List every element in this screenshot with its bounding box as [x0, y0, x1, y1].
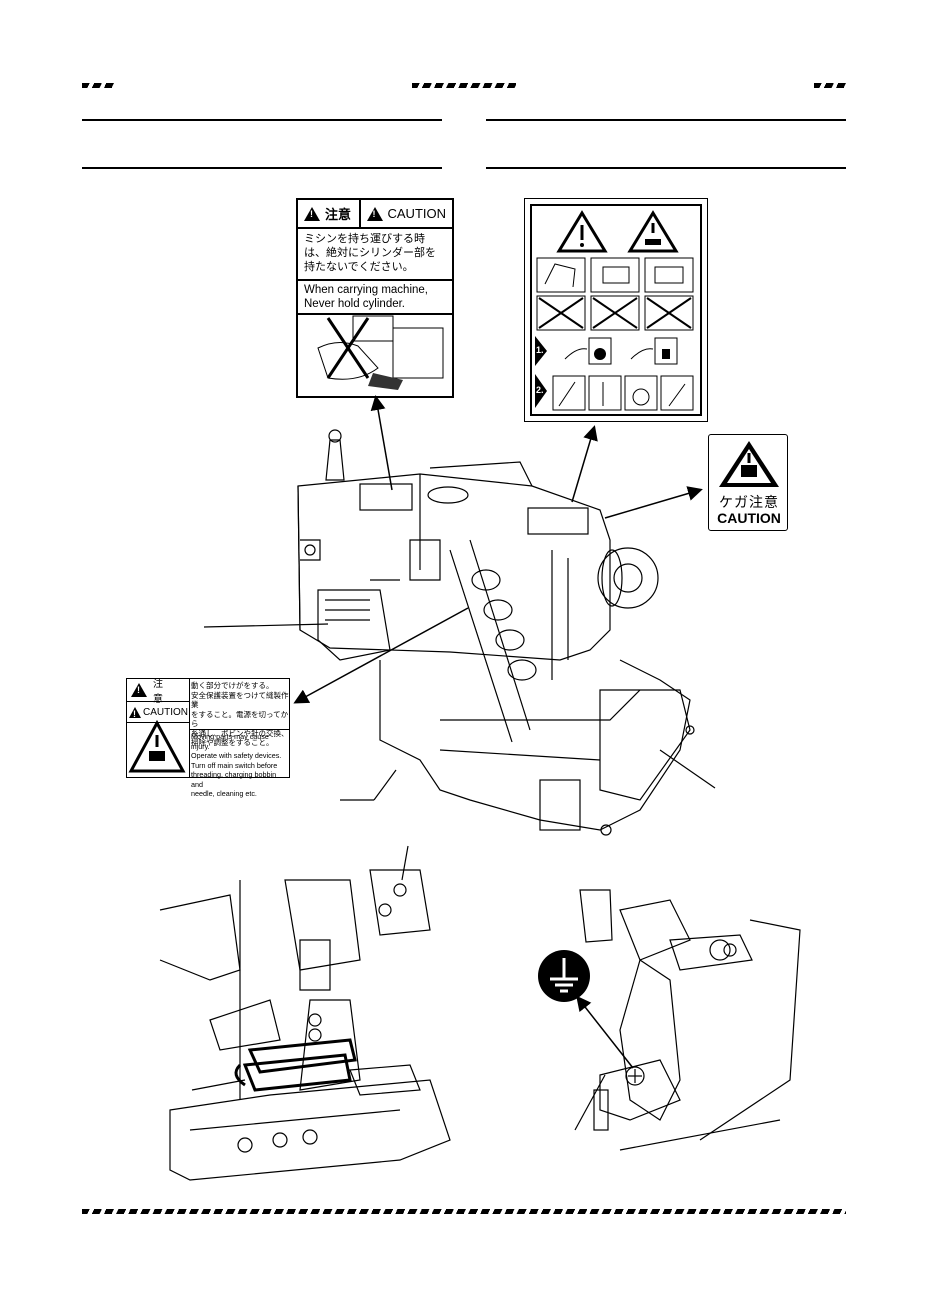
caution-left-en-line: Moving parts may cause injury.: [191, 732, 269, 751]
ground-detail-illustration: [538, 889, 801, 1151]
warning-triangle-icon: [556, 210, 608, 253]
header-band-left: [82, 83, 114, 88]
caution-left-header: 注 意 CAUTION: [127, 679, 190, 777]
caution-left-jp-row: 注 意: [127, 679, 189, 705]
caution-en-line2: Never hold cylinder.: [304, 298, 405, 310]
caution-label-moving-parts: 注 意 CAUTION 動く部分でけがをする。 安全保護装置をつけて縫製作業 を…: [126, 678, 290, 798]
step-2-label: 2.: [536, 385, 544, 395]
caution-injury-jp: ケガ注意: [719, 495, 779, 511]
caution-left-jp-line: 掃除や調整をすること。: [191, 738, 274, 747]
warning-triangle-icon: [129, 706, 141, 719]
caution-en-text: CAUTION: [387, 206, 447, 221]
safety-decal-graphics: [535, 210, 694, 411]
sewing-machine-illustration: [203, 395, 716, 836]
caution-left-jp-line: 糸通し、ボビンや針の交換、: [191, 728, 289, 738]
hand-crush-icon: [627, 210, 679, 253]
caution-body-jp: ミシンを持ち運びする時は、絶対にシリンダー部を持たないでください。: [298, 229, 452, 281]
section-rule-left-top: [82, 119, 442, 121]
section-rule-left-bottom: [82, 167, 442, 169]
caution-en-cell: CAUTION: [361, 200, 453, 227]
carry-illustration: [317, 315, 444, 390]
caution-left-jp-body: 動く部分でけがをする。 安全保護装置をつけて縫製作業 をすること。電源を切ってか…: [191, 681, 289, 748]
caution-left-jp-line: 動く部分でけがをする。: [191, 681, 274, 690]
caution-injury-en: CAUTION: [717, 510, 781, 526]
hand-crush-icon: [719, 441, 779, 487]
caution-label-injury: ケガ注意 CAUTION: [708, 434, 788, 531]
safety-decal-inner: [530, 204, 702, 416]
warning-triangle-icon: [131, 683, 147, 697]
hand-crush-icon: [128, 719, 186, 773]
header-band-right: [814, 83, 846, 88]
caution-label-header: 注意 CAUTION: [298, 200, 452, 229]
caution-left-jp-header: 注 意: [153, 679, 181, 705]
warning-triangle-icon: [304, 206, 320, 221]
footer-band: [82, 1209, 846, 1214]
caution-jp-cell: 注意: [298, 200, 361, 227]
ground-symbol-icon: [538, 950, 590, 1002]
caution-label-carry: 注意 CAUTION ミシンを持ち運びする時は、絶対にシリンダー部を持たないでく…: [296, 198, 454, 398]
caution-left-en-header: CAUTION: [143, 706, 188, 718]
caution-left-divider: [189, 729, 289, 730]
caution-left-jp-line: をすること。電源を切ってから: [191, 709, 289, 729]
caution-en-line1: When carrying machine,: [304, 284, 428, 296]
caution-left-jp-line: 安全保護装置をつけて縫製作業: [191, 690, 289, 710]
caution-left-en-body: Moving parts may cause injury. Operate w…: [191, 732, 289, 799]
header-band-center: [412, 83, 516, 88]
warning-triangle-icon: [366, 206, 383, 221]
caution-body-en: When carrying machine, Never hold cylind…: [298, 281, 452, 315]
caution-left-en-line: needle, cleaning etc.: [191, 789, 257, 798]
caution-left-en-line: threading, charging bobbin and: [191, 770, 277, 789]
safety-decal-panel: 1. 2.: [524, 198, 708, 422]
caution-left-en-line: Turn off main switch before: [191, 760, 278, 770]
caution-jp-text: 注意: [325, 208, 352, 223]
section-rule-right-bottom: [486, 167, 846, 169]
step-1-label: 1.: [536, 345, 544, 355]
looper-detail-illustration: [159, 845, 451, 1181]
caution-left-en-line: Operate with safety devices.: [191, 751, 282, 760]
section-rule-right-top: [486, 119, 846, 121]
